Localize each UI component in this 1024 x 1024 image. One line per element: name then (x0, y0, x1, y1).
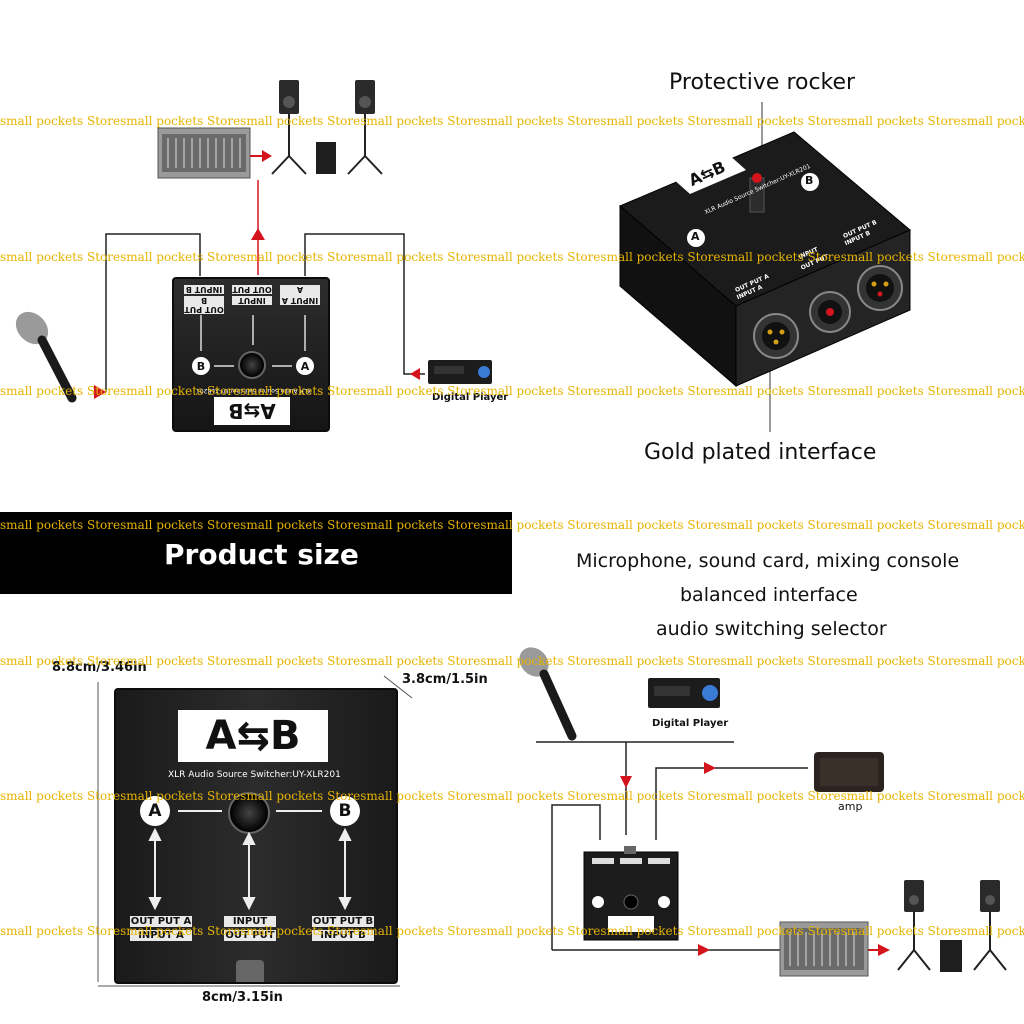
device-arrows (200, 315, 306, 367)
panel-connection-diagram: Microphone, sound card, mixing console b… (512, 530, 1024, 1024)
height-dimension-label: 8.8cm/3.46in (52, 660, 147, 675)
gold-plated-label: Gold plated interface (644, 440, 877, 465)
selector-knob (238, 351, 266, 379)
front-device-arrows (148, 810, 352, 911)
width-dimension-label: 8cm/3.15in (202, 990, 283, 1005)
model-text-large: XLR Audio Source Switcher:UY-XLR201 (168, 770, 341, 780)
port-a-marker-large: A (140, 796, 170, 826)
product-size-banner: Product size (0, 512, 512, 594)
amp-label: amp (838, 800, 863, 813)
panel-features: Protective rocker Gold plated interface (512, 60, 1024, 470)
port-label-output-b: OUT PUT B (312, 916, 374, 927)
panel-dimensions: 8.8cm/3.46in 3.8cm/1.5in 8cm/3.15in A⇆B … (0, 594, 512, 1024)
mixer-icon-2 (779, 921, 869, 977)
port-b-marker-large: B (330, 796, 360, 826)
signal-flow-diagram (15, 80, 492, 403)
microphone-icon (15, 311, 77, 403)
speaker-right-icon-2 (973, 880, 1007, 971)
bottom-connector (236, 960, 264, 982)
speaker-left-icon-2 (897, 880, 931, 971)
subwoofer-icon (316, 142, 336, 174)
depth-dimension-label: 3.8cm/1.5in (402, 672, 488, 687)
protective-rocker-label: Protective rocker (669, 70, 856, 95)
xlr-connector-right (857, 265, 903, 311)
panel-signal-flow-top: Digital Player B A INPUT B OUT PUT B OUT… (0, 60, 512, 460)
perspective-device-diagram (619, 102, 911, 432)
port-b-marker: B (192, 357, 210, 375)
port-label-input-b: INPUT B (312, 930, 374, 941)
digital-player-icon-2 (648, 678, 720, 708)
digital-player-icon (428, 360, 492, 384)
digital-player-label-2: Digital Player (652, 718, 729, 729)
port-label-input-a: INPUT A (130, 930, 192, 941)
mixer-icon (157, 127, 251, 179)
headline-line-2: balanced interface (680, 584, 858, 606)
port-label-input: INPUT (224, 916, 276, 927)
ab-logo-large: A⇆B (178, 710, 328, 762)
speaker-left-icon (271, 80, 307, 175)
digital-player-label: Digital Player (432, 392, 509, 403)
connection-diagram (519, 647, 1007, 977)
amp-icon (814, 752, 884, 792)
switcher-device-front: A⇆B XLR Audio Source Switcher:UY-XLR201 … (114, 688, 398, 984)
switcher-device-top: B A INPUT B OUT PUT B OUT PUT INPUT OUT … (172, 277, 330, 432)
product-size-title: Product size (164, 538, 359, 571)
port-label-output-a: OUT PUT A (130, 916, 192, 927)
microphone-icon-2 (519, 647, 577, 741)
dimension-lines (97, 675, 413, 987)
headline-line-3: audio switching selector (656, 618, 887, 640)
xlr-connector-middle (809, 291, 851, 333)
headline-line-1: Microphone, sound card, mixing console (576, 550, 960, 572)
port-a-marker: A (296, 357, 314, 375)
device-letter-a: A (691, 230, 700, 243)
speaker-right-icon (347, 80, 383, 175)
device-letter-b: B (805, 174, 814, 187)
subwoofer-icon-2 (940, 940, 962, 972)
xlr-connector-left (753, 313, 799, 359)
port-label-output: OUT PUT (224, 930, 276, 941)
